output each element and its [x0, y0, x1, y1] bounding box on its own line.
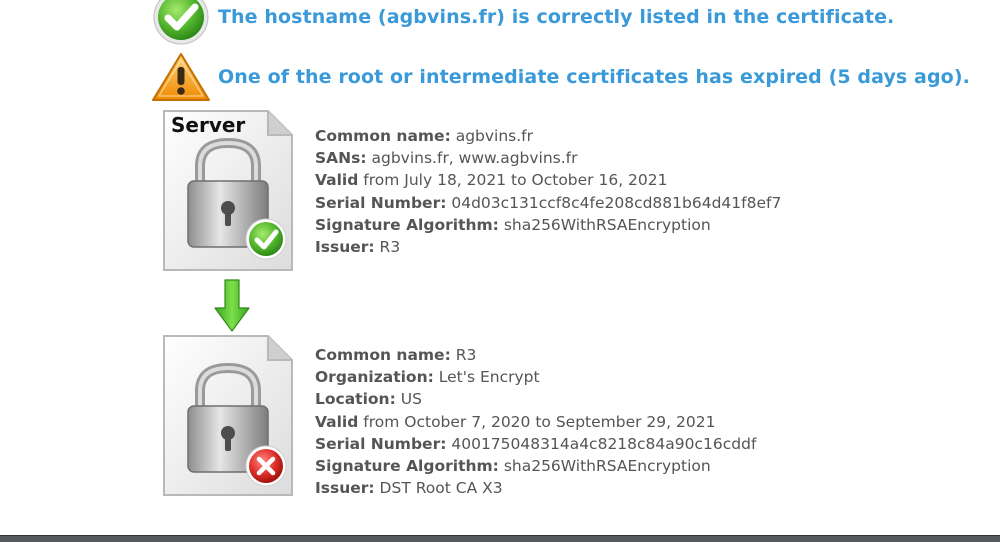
field-label: Organization: [315, 368, 434, 387]
serial-number-row: Serial Number: 400175048314a4c8218c84a90… [315, 433, 756, 455]
field-value: R3 [379, 238, 401, 257]
hostname-status-text: The hostname (agbvins.fr) is correctly l… [218, 6, 895, 28]
field-value: from July 18, 2021 to October 16, 2021 [363, 171, 668, 190]
validity-row: Valid from July 18, 2021 to October 16, … [315, 169, 781, 191]
chain-status-row: One of the root or intermediate certific… [150, 52, 970, 102]
field-label: Issuer: [315, 238, 375, 257]
server-cert-details: Common name: agbvins.fr SANs: agbvins.fr… [315, 125, 781, 258]
server-cert-label: Server [171, 113, 246, 137]
field-value: sha256WithRSAEncryption [503, 215, 711, 234]
field-label: Valid [315, 171, 359, 190]
issuer-row: Issuer: R3 [315, 236, 781, 258]
signature-algorithm-row: Signature Algorithm: sha256WithRSAEncryp… [315, 455, 756, 477]
field-label: Common name: [315, 346, 451, 364]
sans-row: SANs: agbvins.fr, www.agbvins.fr [315, 147, 781, 169]
validity-row: Valid from October 7, 2020 to September … [315, 411, 756, 433]
field-label: Issuer: [315, 479, 375, 498]
organization-row: Organization: Let's Encrypt [315, 366, 756, 388]
field-value: Let's Encrypt [438, 368, 540, 387]
field-label: Signature Algorithm: [315, 215, 499, 234]
field-label: Valid [315, 412, 359, 431]
bottom-divider [0, 535, 1000, 542]
padlock-document-invalid-icon [160, 333, 300, 501]
padlock-document-valid-icon [160, 108, 300, 276]
common-name-row: Common name: agbvins.fr [315, 125, 781, 147]
field-value: from October 7, 2020 to September 29, 20… [363, 412, 716, 431]
issuer-row: Issuer: DST Root CA X3 [315, 477, 756, 499]
field-value: 400175048314a4c8218c84a90c16cddf [451, 434, 757, 453]
field-value: sha256WithRSAEncryption [503, 457, 711, 476]
field-value: agbvins.fr [455, 127, 534, 145]
warning-triangle-icon [150, 52, 212, 102]
field-label: Serial Number: [315, 193, 447, 212]
intermediate-cert-details: Common name: R3 Organization: Let's Encr… [315, 344, 756, 499]
field-label: Location: [315, 390, 396, 409]
green-checkmark-icon [150, 0, 212, 45]
field-value: agbvins.fr, www.agbvins.fr [371, 149, 578, 168]
field-label: Serial Number: [315, 434, 447, 453]
location-row: Location: US [315, 388, 756, 410]
field-value: DST Root CA X3 [379, 479, 503, 498]
hostname-status-row: The hostname (agbvins.fr) is correctly l… [150, 0, 895, 45]
field-value: 04d03c131ccf8c4fe208cd881b64d41f8ef7 [451, 193, 782, 212]
field-value: R3 [455, 346, 477, 364]
signature-algorithm-row: Signature Algorithm: sha256WithRSAEncryp… [315, 214, 781, 236]
common-name-row: Common name: R3 [315, 344, 756, 366]
serial-number-row: Serial Number: 04d03c131ccf8c4fe208cd881… [315, 192, 781, 214]
field-label: SANs: [315, 149, 367, 168]
down-arrow-icon [213, 278, 251, 338]
chain-status-text: One of the root or intermediate certific… [218, 66, 970, 88]
field-value: US [400, 390, 422, 409]
field-label: Signature Algorithm: [315, 457, 499, 476]
field-label: Common name: [315, 127, 451, 145]
